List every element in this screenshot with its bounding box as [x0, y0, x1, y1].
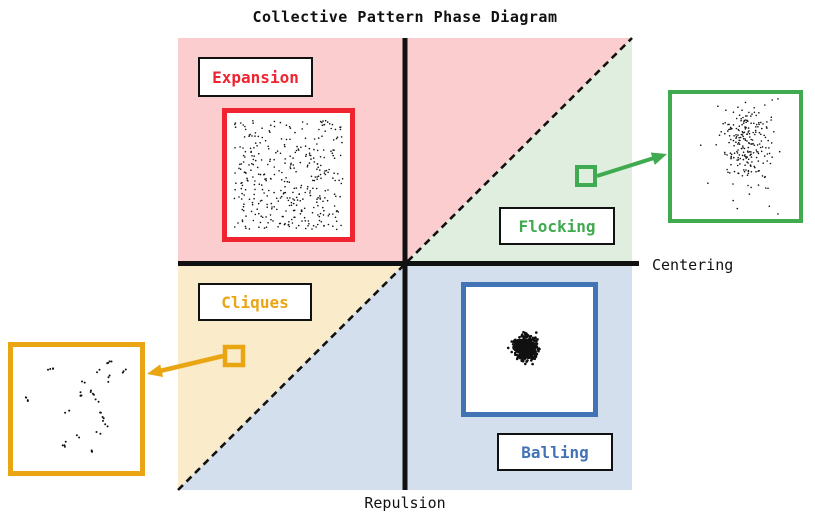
flocking-scatter [699, 98, 781, 215]
balling-label-text: Balling [521, 442, 589, 462]
expansion-scatter [233, 119, 344, 231]
diagonal-boundary-line [177, 37, 633, 491]
diagram-title: Collective Pattern Phase Diagram [252, 8, 558, 26]
balling-label: Balling [497, 433, 613, 471]
plot-area [177, 37, 639, 491]
expansion-label-text: Expansion [212, 67, 299, 87]
flocking-label: Flocking [499, 207, 615, 245]
cliques-label-text: Cliques [221, 292, 289, 312]
cliques-label: Cliques [198, 283, 312, 321]
cliques-arrowhead-icon [147, 364, 163, 377]
flocking-arrowhead-icon [650, 152, 667, 165]
expansion-inset [222, 108, 355, 242]
flocking-label-text: Flocking [518, 216, 596, 236]
flocking-inset [668, 90, 803, 223]
cliques-inset [8, 342, 145, 476]
expansion-label: Expansion [198, 57, 313, 97]
balling-scatter [506, 330, 541, 366]
balling-inset [461, 282, 598, 417]
cliques-scatter [24, 360, 127, 453]
y-axis-label: Repulsion [364, 494, 446, 512]
x-axis-label: Centering [652, 256, 734, 274]
